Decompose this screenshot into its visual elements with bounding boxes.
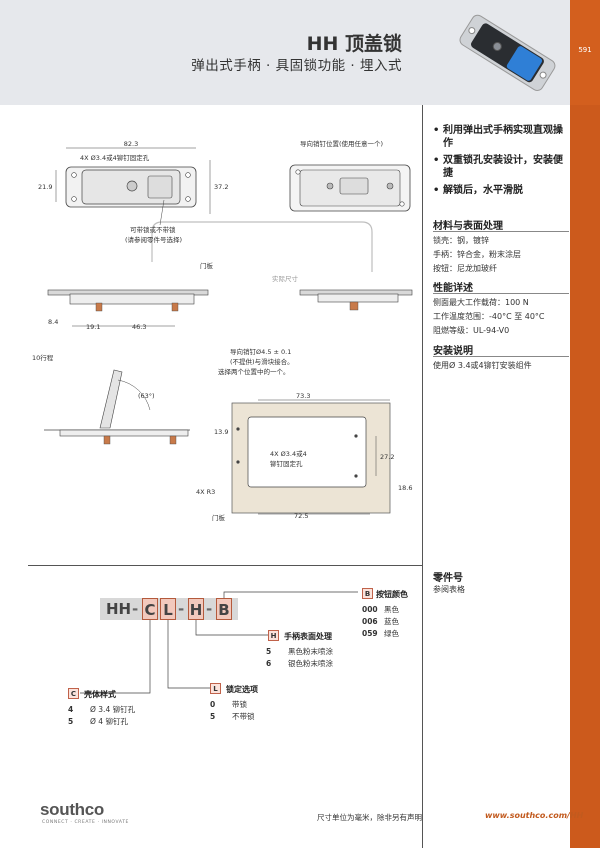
page-subtitle: 弹出式手柄 · 具固锁功能 · 埋入式: [191, 58, 402, 74]
lock-note: 可带锁或不带锁: [130, 225, 176, 234]
product-photo: [459, 14, 556, 91]
part-number-heading: 零件号: [433, 573, 463, 584]
spec-line: 侧面最大工作载荷：100 N: [433, 298, 529, 307]
dim-height-right: 37.2: [214, 183, 228, 191]
option-title: 壳体样式: [84, 690, 116, 699]
part-dash: -: [206, 600, 213, 618]
feature-item: 利用弹出式手柄实现直观操作: [433, 124, 569, 150]
divider: [433, 231, 569, 232]
part-prefix: HH: [106, 600, 132, 618]
feature-item: 双重锁孔安装设计，安装便捷: [433, 154, 569, 180]
part-dash: -: [132, 600, 139, 618]
part-code-b: B: [216, 598, 232, 620]
guide-pin-note: (不提供)与滑块接合。: [230, 357, 294, 366]
part-dash: -: [178, 600, 185, 618]
guide-pin-note: 导向销钉Ø4.5 ± 0.1: [230, 347, 291, 356]
cutout-holes-label: 4X Ø3.4或4: [270, 449, 307, 458]
part-code-h: H: [188, 598, 204, 620]
top-view-front: [65, 166, 197, 208]
option-code-l: L: [210, 683, 221, 694]
performance-heading: 性能详述: [433, 283, 473, 294]
page-tab: [570, 0, 600, 105]
dim-19-1: 19.1: [86, 323, 100, 331]
option-code-h: H: [268, 630, 279, 641]
spec-line: 锁壳：钢，镀锌: [433, 236, 489, 245]
top-view-back: [289, 164, 411, 212]
cutout-holes-label: 铆钉固定孔: [270, 459, 303, 468]
cutout-radius: 4X R3: [196, 488, 215, 496]
spec-line: 手柄：锌合金，粉末涂层: [433, 250, 521, 259]
mount-holes-label: 4X Ø3.4或4铆钉固定孔: [80, 153, 150, 162]
dim-46-3: 46.3: [132, 323, 146, 331]
cutout-dim: 18.6: [398, 484, 412, 492]
cutout-dim: 13.9: [214, 428, 228, 436]
website-link[interactable]: www.southco.com/HH: [485, 811, 584, 820]
page-header: HH 顶盖锁 弹出式手柄 · 具固锁功能 · 埋入式: [0, 0, 570, 105]
section-divider: [28, 565, 422, 566]
dim-height-left: 21.9: [38, 183, 52, 191]
materials-heading: 材料与表面处理: [433, 221, 503, 232]
dim-width: 82.3: [124, 140, 138, 148]
cutout-door-label: 门板: [212, 513, 226, 522]
connector-lines: [80, 591, 358, 694]
technical-drawing: 实际尺寸 82.3 4X Ø3.4或4铆钉固定孔 21.9 37.2 可带锁或不…: [32, 139, 412, 522]
cutout-dim: 73.3: [296, 392, 310, 400]
actual-size-label: 实际尺寸: [272, 274, 299, 283]
door-panel-label: 门板: [200, 261, 214, 270]
column-divider: [422, 105, 423, 848]
lock-note: (请参阅零件号选择): [125, 235, 182, 244]
feature-list: 利用弹出式手柄实现直观操作 双重锁孔安装设计，安装便捷 解锁后，水平滑脱: [433, 124, 569, 201]
feature-item: 解锁后，水平滑脱: [433, 184, 569, 197]
part-code-l: L: [160, 598, 176, 620]
option-code-c: C: [68, 688, 79, 699]
side-strip: [570, 105, 600, 848]
guide-pin-note: 选择两个位置中的一个。: [218, 367, 290, 376]
angle-label: (63°): [138, 392, 155, 400]
logo-tagline: CONNECT · CREATE · INNOVATE: [42, 820, 130, 825]
cutout-dim: 27.2: [380, 453, 394, 461]
installation-heading: 安装说明: [433, 346, 473, 357]
cutout-dim: 72.5: [294, 512, 308, 520]
spec-line: 使用Ø 3.4或4铆钉安装组件: [433, 361, 532, 370]
option-title: 锁定选项: [226, 685, 258, 694]
southco-logo: southco: [40, 800, 105, 819]
part-code-c: C: [142, 598, 158, 620]
option-code-b: B: [362, 588, 373, 599]
spec-line: 按钮：尼龙加玻纤: [433, 264, 497, 273]
divider: [433, 356, 569, 357]
page-number: 591: [578, 46, 592, 54]
dim-8-4: 8.4: [48, 318, 58, 326]
page-title: HH 顶盖锁: [306, 33, 402, 55]
units-note: 尺寸单位为毫米，除非另有声明: [317, 813, 422, 822]
option-title: 按钮颜色: [376, 590, 408, 599]
spec-line: 阻燃等级：UL-94-V0: [433, 326, 510, 335]
part-number-ref: 参阅表格: [433, 585, 465, 594]
divider: [433, 293, 569, 294]
travel-label: 10行程: [32, 353, 54, 362]
spec-line: 工作温度范围：-40°C 至 40°C: [433, 312, 545, 321]
option-title: 手柄表面处理: [284, 632, 332, 641]
guide-pin-position-label: 导向销钉位置(使用任意一个): [300, 139, 383, 148]
